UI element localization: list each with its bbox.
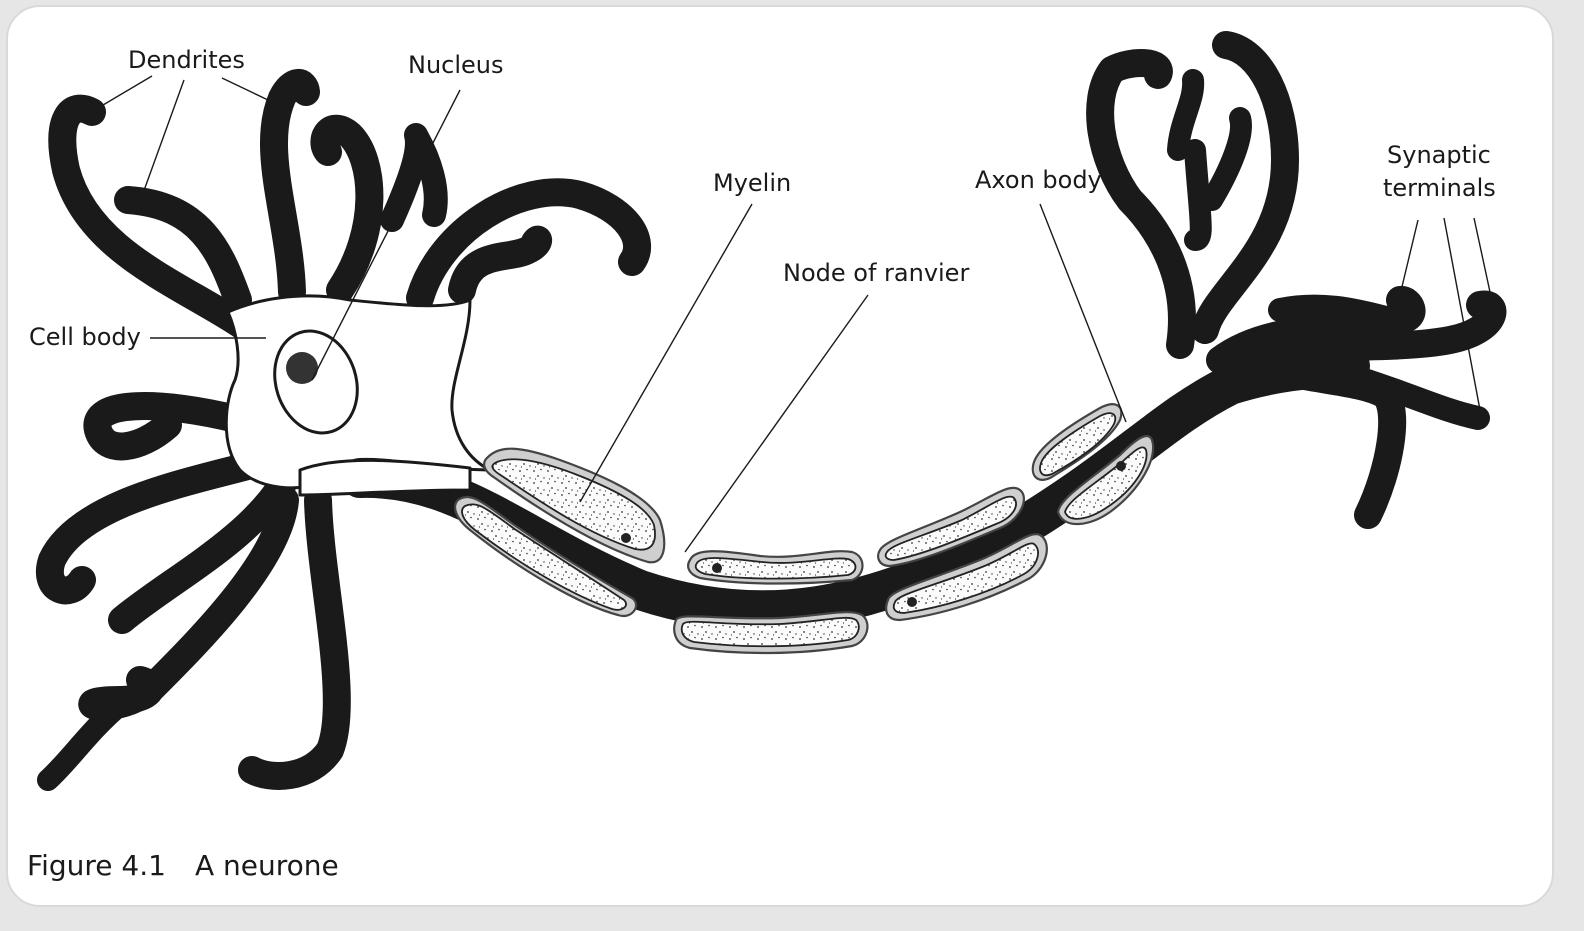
myelin-segment [454,495,638,618]
label-node-of-ranvier: Node of ranvier [783,259,969,287]
figure-title: A neurone [195,849,339,882]
myelin-segment [687,550,864,585]
myelin-sheaths [454,403,1155,655]
label-nucleus: Nucleus [408,51,504,79]
myelin-segment [885,533,1048,622]
label-terminals: terminals [1383,174,1496,202]
figure-number: Figure 4.1 [27,849,166,882]
label-dendrites: Dendrites [128,46,245,74]
leader-lines [97,75,1491,553]
label-axon-body: Axon body [975,166,1102,194]
label-synaptic: Synaptic [1387,141,1491,169]
myelin-segment [877,486,1025,568]
label-myelin: Myelin [713,169,791,197]
myelin-segment [1056,434,1155,526]
nucleolus [286,352,318,384]
myelin-segment [483,447,666,564]
myelin-segment [673,611,869,655]
myelin-segment [1031,403,1123,481]
label-cell-body: Cell body [29,323,141,351]
